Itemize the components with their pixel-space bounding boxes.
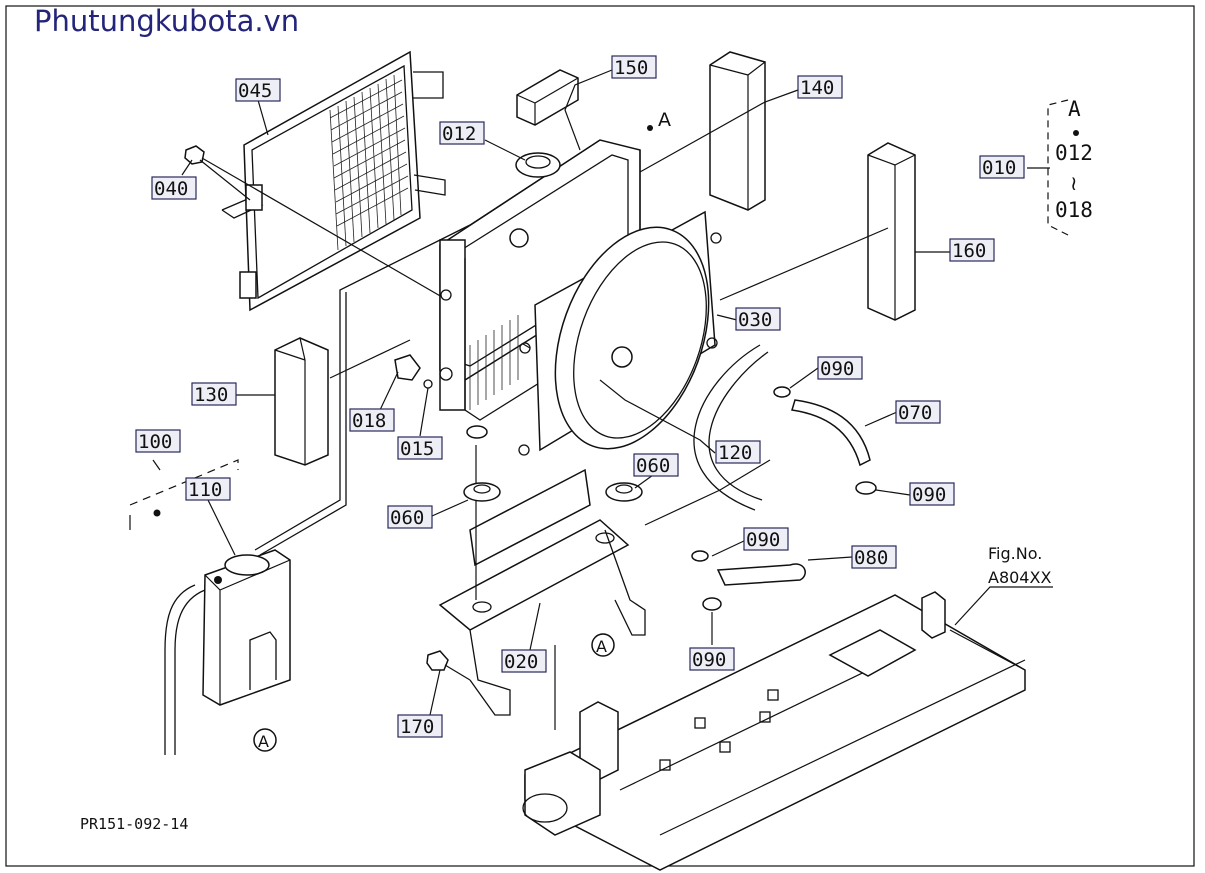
svg-text:045: 045: [238, 80, 272, 102]
radiator-cap-drawing: [515, 152, 561, 178]
svg-text:110: 110: [188, 479, 222, 501]
part-label-070[interactable]: 070: [895, 400, 941, 424]
hose-070-drawing: [773, 386, 877, 495]
svg-text:090: 090: [746, 529, 780, 551]
part-label-012[interactable]: 012: [439, 121, 485, 145]
radiator-drawing: [439, 139, 641, 439]
svg-text:170: 170: [400, 716, 434, 738]
svg-text:080: 080: [854, 547, 888, 569]
svg-text:012: 012: [442, 123, 476, 145]
range-to: 018: [1055, 198, 1093, 222]
part-label-060-left[interactable]: 060: [387, 505, 433, 529]
fan-shroud-drawing: [518, 210, 722, 456]
svg-text:130: 130: [194, 384, 228, 406]
bolt-170-drawing: [426, 650, 471, 681]
svg-text:015: 015: [400, 438, 434, 460]
part-label-018[interactable]: 018: [349, 408, 395, 432]
part-label-090-upper[interactable]: 090: [817, 356, 863, 380]
rubber-mount-drawing: [463, 482, 643, 502]
part-label-015[interactable]: 015: [397, 436, 443, 460]
svg-text:040: 040: [154, 178, 188, 200]
reserve-tank-drawing: A: [153, 239, 441, 755]
part-label-045[interactable]: 045: [235, 78, 281, 102]
part-label-030[interactable]: 030: [735, 307, 781, 331]
frame-drawing: A: [522, 591, 1026, 871]
leader-lines: [152, 69, 1050, 730]
hose-120-drawing: [693, 344, 769, 511]
diagram-border: [5, 5, 1195, 867]
bracket-020-drawing: [438, 445, 646, 716]
svg-text:010: 010: [982, 157, 1016, 179]
svg-text:100: 100: [138, 431, 172, 453]
watermark: Phutungkubota.vn: [34, 4, 300, 38]
sponge-140-drawing: [709, 51, 766, 211]
part-label-140[interactable]: 140: [797, 75, 843, 99]
range-ref: A: [1068, 97, 1081, 121]
hose-080-drawing: [691, 550, 806, 611]
svg-text:120: 120: [718, 442, 752, 464]
part-label-010[interactable]: 010: [979, 155, 1025, 179]
part-label-060-right[interactable]: 060: [633, 453, 679, 477]
part-label-090-right[interactable]: 090: [909, 482, 955, 506]
fig-leader: [954, 586, 1053, 626]
tank-marker-a: A: [258, 732, 269, 751]
part-label-090-middle[interactable]: 090: [743, 527, 789, 551]
part-labels: 045 040 012 150 140 010 160 030 090 070 …: [135, 55, 1025, 738]
range-tilde: ≀: [1070, 171, 1078, 195]
figure-label: Fig.No.: [988, 544, 1043, 563]
svg-text:030: 030: [738, 309, 772, 331]
part-label-020[interactable]: 020: [501, 649, 547, 673]
svg-text:018: 018: [352, 410, 386, 432]
sponge-150-drawing: [516, 69, 579, 126]
part-label-130[interactable]: 130: [191, 382, 237, 406]
radiator-marker-a: A: [658, 109, 671, 131]
frame-marker-a: A: [596, 637, 607, 656]
svg-text:090: 090: [820, 358, 854, 380]
svg-text:060: 060: [390, 507, 424, 529]
part-label-080[interactable]: 080: [851, 545, 897, 569]
svg-text:140: 140: [800, 77, 834, 99]
ref-dot-a: [647, 125, 653, 131]
part-label-110[interactable]: 110: [185, 477, 231, 501]
diagram-code: PR151-092-14: [80, 815, 189, 833]
part-label-120[interactable]: 120: [715, 440, 761, 464]
range-from: 012: [1055, 141, 1093, 165]
part-label-100[interactable]: 100: [135, 429, 181, 453]
figure-number: A804XX: [988, 568, 1052, 587]
drain-cock-drawing: [394, 354, 433, 389]
bracket-100-dashed: [129, 459, 239, 506]
svg-text:020: 020: [504, 651, 538, 673]
part-label-170[interactable]: 170: [397, 714, 443, 738]
radiator-screen-drawing: [221, 50, 446, 312]
sponge-160-drawing: [867, 142, 916, 321]
part-label-090-lower[interactable]: 090: [689, 647, 735, 671]
svg-text:070: 070: [898, 402, 932, 424]
svg-text:160: 160: [952, 240, 986, 262]
svg-text:060: 060: [636, 455, 670, 477]
sponge-130-drawing: [274, 337, 329, 466]
svg-text:150: 150: [614, 57, 648, 79]
part-label-150[interactable]: 150: [611, 55, 657, 79]
svg-text:090: 090: [912, 484, 946, 506]
part-label-160[interactable]: 160: [949, 238, 995, 262]
part-label-040[interactable]: 040: [151, 176, 197, 200]
range-dot: [1073, 130, 1079, 136]
bolt-040-drawing: [184, 145, 251, 201]
svg-text:090: 090: [692, 649, 726, 671]
